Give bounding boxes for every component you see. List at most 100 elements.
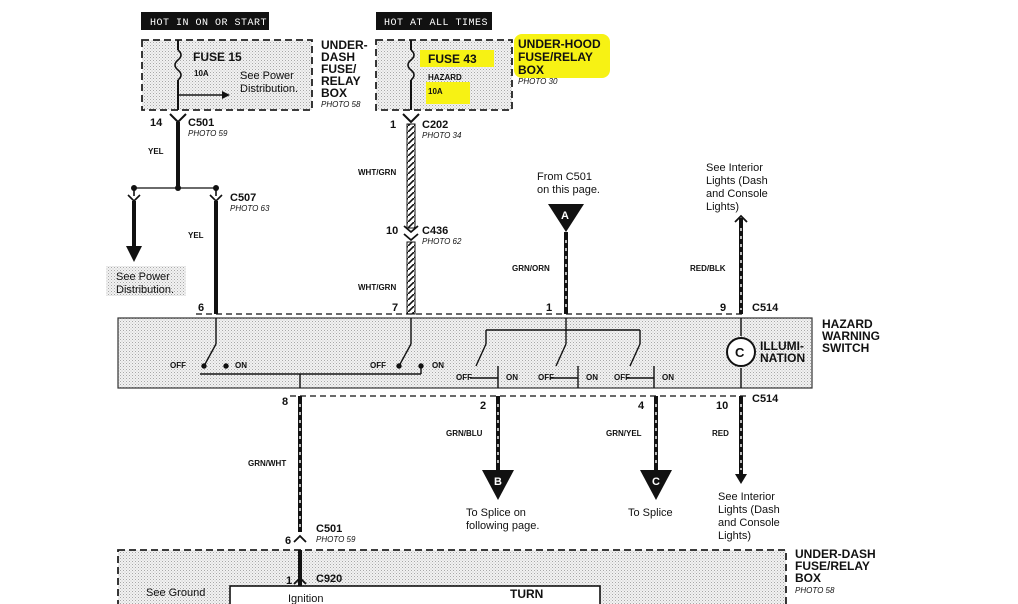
interior-lights-top-note: See Interior Lights (Dash and Console Li… [706,162,768,213]
hazard-line-2: WARNING [822,329,880,343]
underhood-box-label: UNDER-HOOD FUSE/RELAY BOX PHOTO 30 [514,34,610,86]
arrow-a-label: A [561,210,569,222]
c501-bottom-pin: 6 [285,535,291,547]
interior-up-arrow-icon [734,214,748,223]
illumination-lamp-letter: C [735,345,745,360]
bottom-box-line-1: UNDER-DASH [795,547,876,561]
c501-top-pin: 14 [150,117,163,129]
fuse-43-label: HAZARD [428,73,462,82]
fuse-43-amps-highlight [426,82,470,104]
switch-2-off: OFF [370,361,386,370]
c501-bottom-connector: 6 C501 PHOTO 59 [285,523,356,547]
switch-top-pin-7: 7 [392,302,398,314]
c920-name: C920 [316,573,342,585]
illumination-label-1: ILLUMI- [760,339,804,353]
switch-bottom-pin-8: 8 [282,396,288,408]
red-label: RED [712,429,729,438]
power-dist-arrow-icon [126,246,142,262]
see-ground: See Ground [146,587,205,599]
illumination-label-2: NATION [760,351,805,365]
c507-splice: C507 PHOTO 63 [127,185,270,213]
c507-name: C507 [230,192,256,204]
c501-bottom-name: C501 [316,523,342,535]
bottom-box-line-2: FUSE/RELAY [795,559,870,573]
grn-wht-label: GRN/WHT [248,459,286,468]
c507-photo: PHOTO 63 [230,204,270,213]
see-power-note: See Power Distribution. [106,266,186,296]
hazard-switch-body: C ILLUMI- NATION OFF ON OFF ON OFF ON OF… [117,317,813,389]
c514-top-name: C514 [752,302,779,314]
c202-pin: 1 [390,119,396,131]
underdash-line-1: UNDER- [321,38,368,52]
switch-4-off: OFF [538,373,554,382]
underdash-photo: PHOTO 58 [321,100,361,109]
interior-bot-4: Lights) [718,530,751,542]
fuse-15-see-1: See Power [240,70,294,82]
fuse-15-icon [174,49,182,81]
switch-2-on: ON [432,361,444,370]
splice-b-1: To Splice on [466,507,526,519]
fuse-43-box: FUSE 43 HAZARD 10A [375,39,513,111]
fuse-43-highlight [420,50,494,67]
grn-blu-label: GRN/BLU [446,429,483,438]
interior-top-2: Lights (Dash [706,175,768,187]
switch-3-on: ON [506,373,518,382]
grn-orn-label: GRN/ORN [512,264,550,273]
switch-4-on: ON [586,373,598,382]
fuse-43-amps: 10A [428,87,443,96]
switch-bottom-pin-4: 4 [638,400,645,412]
c501-top-photo: PHOTO 59 [188,129,228,138]
interior-lights-bottom-note: See Interior Lights (Dash and Console Li… [718,491,780,542]
header-right-text: HOT AT ALL TIMES [384,18,488,29]
fuse-15-name: FUSE 15 [193,50,242,64]
power-arrow-icon [222,91,230,99]
from-c501-1: From C501 [537,171,592,183]
underhood-line-3: BOX [518,63,544,77]
underdash-line-4: RELAY [321,74,361,88]
yel-wire-label-1: YEL [148,147,164,156]
hazard-switch-label: HAZARD WARNING SWITCH [822,317,880,355]
bottom-box-line-3: BOX [795,571,821,585]
red-blk-label: RED/BLK [690,264,726,273]
from-c501-note: From C501 on this page. [537,171,600,196]
switch-bottom-pin-10: 10 [716,400,728,412]
hazard-line-3: SWITCH [822,341,869,355]
c436-connector: 10 C436 PHOTO 62 [386,225,462,246]
interior-top-3: and Console [706,188,768,200]
interior-top-1: See Interior [706,162,763,174]
c436-pin: 10 [386,225,398,237]
interior-bot-3: and Console [718,517,780,529]
switch-top-pin-6: 6 [198,302,204,314]
interior-top-4: Lights) [706,201,739,213]
splice-c: To Splice [628,507,673,519]
splice-b-2: following page. [466,520,539,532]
switch-1-on: ON [235,361,247,370]
bottom-box-photo: PHOTO 58 [795,586,835,595]
c920-pin: 1 [286,575,292,587]
fuse-43-icon [407,49,415,81]
underdash-line-2: DASH [321,50,355,64]
ignition-label: Ignition [288,593,323,604]
c202-name: C202 [422,119,448,131]
underdash-line-5: BOX [321,86,347,100]
grn-yel-label: GRN/YEL [606,429,642,438]
see-power-2: Distribution. [116,284,174,296]
arrow-b-label: B [494,476,502,488]
arrow-b-icon [482,470,514,500]
switch-top-pin-9: 9 [720,302,726,314]
wht-grn-label-2: WHT/GRN [358,283,396,292]
arrow-a-icon [548,204,584,232]
c501-top-name: C501 [188,117,214,129]
switch-5-off: OFF [614,373,630,382]
from-c501-2: on this page. [537,184,600,196]
c202-connector: 1 C202 PHOTO 34 [390,113,462,140]
fuse-15-see-2: Distribution. [240,83,298,95]
underdash-box-label: UNDER- DASH FUSE/ RELAY BOX PHOTO 58 [321,38,368,109]
arrow-c-icon [640,470,672,500]
switch-bottom-pin-2: 2 [480,400,486,412]
underhood-line-2: FUSE/RELAY [518,50,593,64]
header-left-text: HOT IN ON OR START [150,18,267,29]
c436-photo: PHOTO 62 [422,237,462,246]
fuse-15-box: FUSE 15 10A See Power Distribution. [141,39,313,111]
